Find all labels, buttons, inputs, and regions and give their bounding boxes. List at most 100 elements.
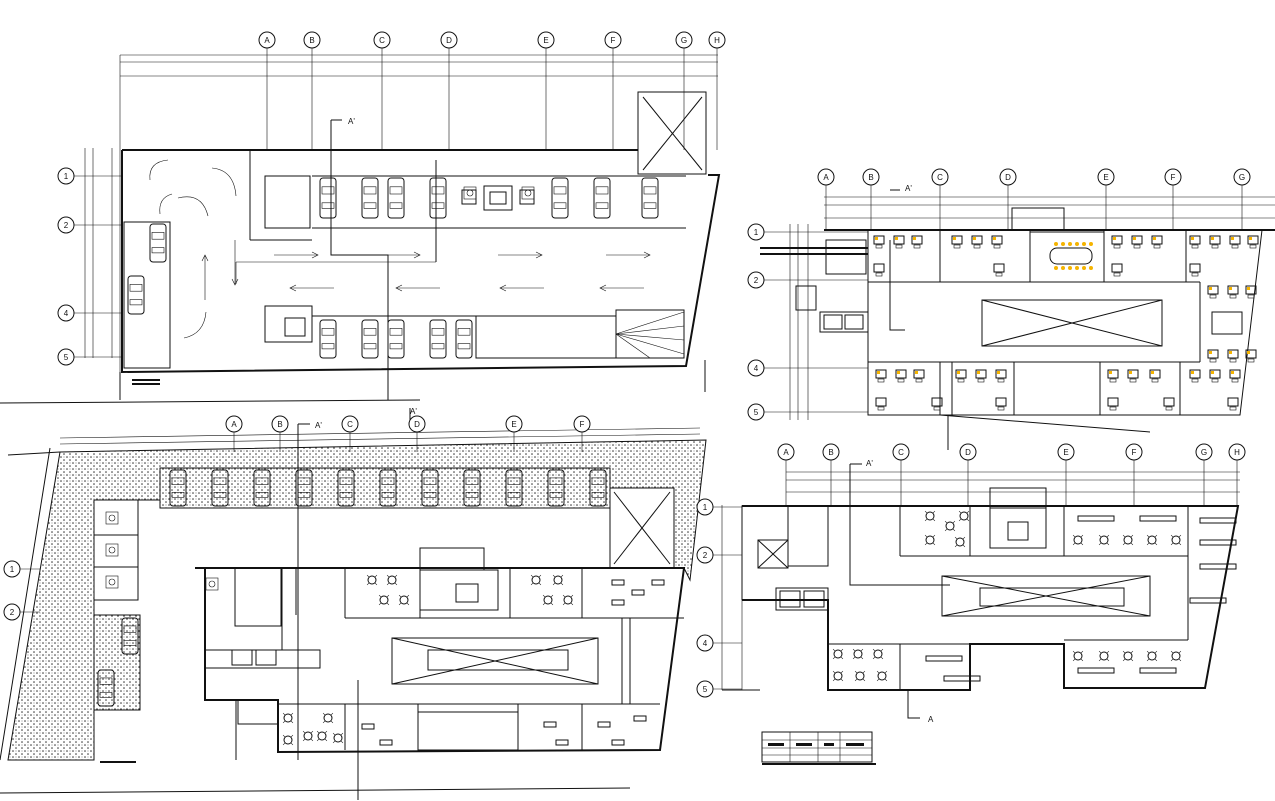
- round-table-icon: [944, 520, 956, 532]
- round-table-icon: [316, 730, 328, 742]
- grid-bubble-2: [3, 603, 21, 621]
- grid-label: G: [1239, 173, 1245, 182]
- round-table-icon: [1146, 650, 1158, 662]
- desk-icon: [1107, 397, 1119, 411]
- desk-icon: [1151, 235, 1163, 249]
- section-mark-label: A: [928, 715, 934, 724]
- grid-label: F: [580, 420, 585, 429]
- round-table-icon: [322, 712, 334, 724]
- accessible-parking-icon: [105, 511, 119, 525]
- grid-label: D: [965, 448, 971, 457]
- desk-icon: [543, 721, 557, 728]
- desk-icon: [1245, 349, 1257, 363]
- grid-bubble-e: [1097, 168, 1115, 186]
- grid-label: 5: [703, 685, 708, 694]
- round-table-icon: [1122, 534, 1134, 546]
- grid-label: A: [264, 36, 270, 45]
- grid-label: 2: [10, 608, 15, 617]
- car-icon: [429, 319, 447, 359]
- grid-bubble-f: [1125, 443, 1143, 461]
- chair-icon: [1068, 242, 1072, 246]
- grid-bubble-4: [747, 359, 765, 377]
- round-table-icon: [872, 648, 884, 660]
- accessible-parking-icon: [521, 186, 535, 200]
- car-icon: [421, 469, 439, 507]
- grid-bubble-5: [696, 680, 714, 698]
- grid-label: E: [1103, 173, 1108, 182]
- grid-bubble-h: [1228, 443, 1246, 461]
- parked-cars: [97, 469, 607, 707]
- car-icon: [337, 469, 355, 507]
- chair-icon: [1054, 242, 1058, 246]
- round-table-icon: [1170, 650, 1182, 662]
- grid-bubble-b: [822, 443, 840, 461]
- grid-label: 2: [703, 551, 708, 560]
- grid-label: 1: [10, 565, 15, 574]
- grid-label: C: [898, 448, 904, 457]
- section-mark-label: A': [866, 459, 873, 468]
- chair-icon: [1061, 266, 1065, 270]
- grid-label: E: [511, 420, 516, 429]
- car-icon: [547, 469, 565, 507]
- grid-label: C: [347, 420, 353, 429]
- desk-icon: [911, 235, 923, 249]
- grid-bubble-g: [675, 31, 693, 49]
- grid-label: H: [1234, 448, 1240, 457]
- round-table-icon: [852, 648, 864, 660]
- chair-icon: [1068, 266, 1072, 270]
- grid-bubble-a: [225, 415, 243, 433]
- section-mark-label: A': [315, 421, 322, 430]
- grid-label: 1: [703, 503, 708, 512]
- desk-icon: [943, 675, 981, 682]
- grid-label: 4: [64, 309, 69, 318]
- desk-icon: [597, 721, 611, 728]
- grid-bubble-b: [862, 168, 880, 186]
- round-table-icon: [282, 734, 294, 746]
- grid-label: B: [828, 448, 833, 457]
- round-table-icon: [302, 730, 314, 742]
- round-table-icon: [1170, 534, 1182, 546]
- title-block: [761, 731, 876, 765]
- desk-icon: [1209, 235, 1221, 249]
- grid-label: 1: [754, 228, 759, 237]
- desk-icon: [951, 235, 963, 249]
- desk-icon: [971, 235, 983, 249]
- desk-icon: [1107, 369, 1119, 383]
- chair-icon: [1089, 266, 1093, 270]
- desk-icon: [361, 723, 375, 730]
- grid-label: H: [714, 36, 720, 45]
- chair-icon: [1082, 266, 1086, 270]
- desk-icon: [1139, 515, 1177, 522]
- desk-icon: [873, 235, 885, 249]
- round-table-icon: [1146, 534, 1158, 546]
- desk-icon: [611, 599, 625, 606]
- grid-bubble-e: [505, 415, 523, 433]
- desk-icon: [995, 369, 1007, 383]
- desk-icon: [379, 739, 393, 746]
- car-icon: [589, 469, 607, 507]
- car-icon: [641, 177, 659, 219]
- desk-icon: [895, 369, 907, 383]
- desk-icon: [1189, 263, 1201, 277]
- round-table-icon: [386, 574, 398, 586]
- desk-icon: [975, 369, 987, 383]
- grid-bubble-c: [892, 443, 910, 461]
- grid-label: 5: [64, 353, 69, 362]
- car-icon: [295, 469, 313, 507]
- car-icon: [387, 319, 405, 359]
- car-icon: [319, 177, 337, 219]
- grid-bubble-a: [258, 31, 276, 49]
- grid-bubble-5: [747, 403, 765, 421]
- desk-icon: [991, 235, 1003, 249]
- accessible-parking-icon: [463, 186, 477, 200]
- grid-label: A: [231, 420, 237, 429]
- round-table-icon: [1098, 534, 1110, 546]
- round-table-icon: [832, 670, 844, 682]
- round-table-icon: [282, 712, 294, 724]
- desk-icon: [925, 655, 963, 662]
- desk-icon: [1139, 667, 1177, 674]
- grid-label: 2: [64, 221, 69, 230]
- grid-label: C: [937, 173, 943, 182]
